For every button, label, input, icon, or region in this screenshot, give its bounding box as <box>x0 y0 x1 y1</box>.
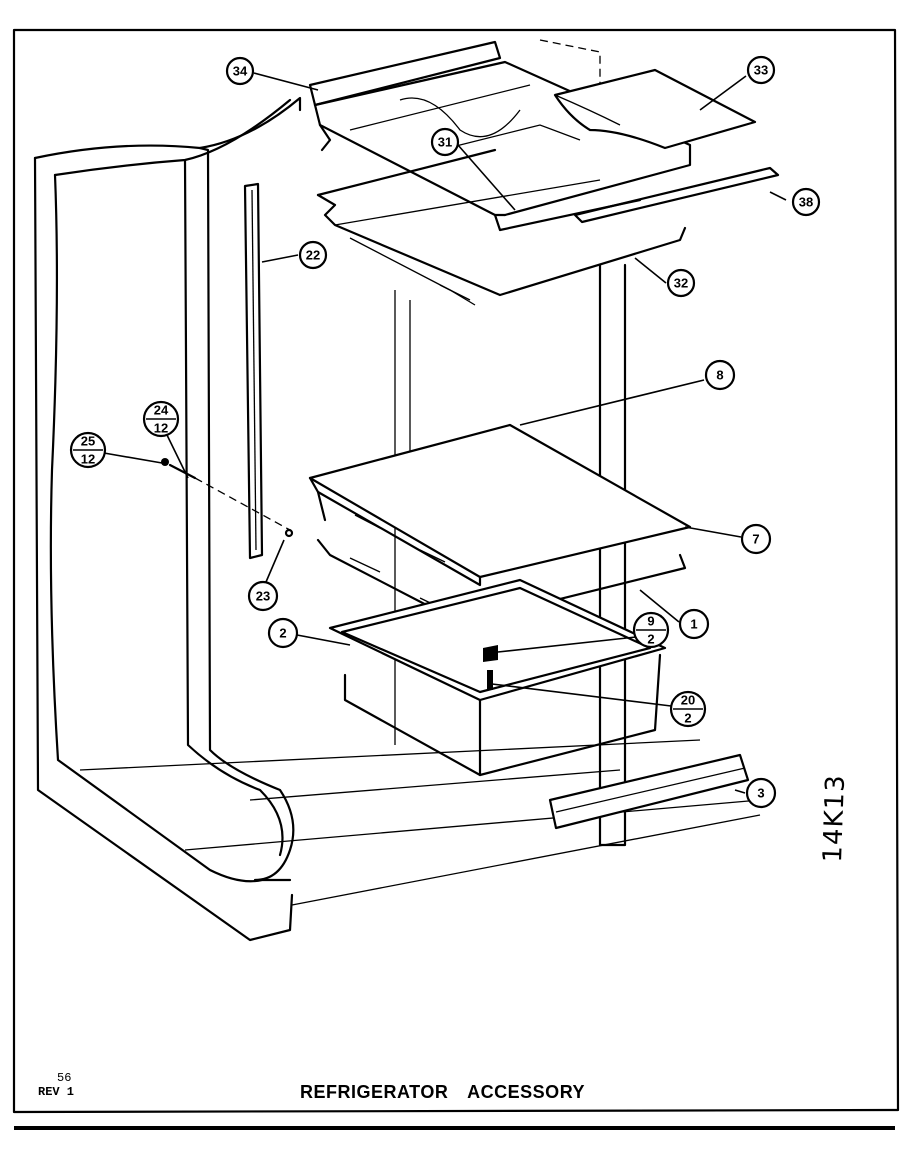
page-border <box>12 28 900 1130</box>
callout-1: 1 <box>678 608 710 640</box>
rail-3 <box>548 753 750 830</box>
callout-23: 23 <box>247 580 279 612</box>
leader-lines <box>103 72 787 794</box>
svg-text:31: 31 <box>438 135 452 150</box>
svg-text:20: 20 <box>681 693 695 708</box>
callout-33: 33 <box>746 55 776 85</box>
callout-8: 8 <box>704 359 736 391</box>
fasteners <box>161 458 294 538</box>
callout-31: 31 <box>430 127 460 157</box>
page-number: 56 <box>57 1071 72 1085</box>
callout-2: 2 <box>267 617 299 649</box>
crisper-drawer-2 <box>328 578 667 777</box>
fraction-callout-24-12: 24 12 <box>142 400 180 438</box>
svg-text:2: 2 <box>647 632 654 647</box>
svg-text:8: 8 <box>716 368 723 383</box>
upper-shelf-assembly <box>308 39 692 306</box>
trim-strip-38 <box>573 166 780 224</box>
shelf-7-8 <box>308 423 692 622</box>
fraction-callout-25-12: 25 12 <box>69 431 107 469</box>
diagram-title: REFRIGERATOR ACCESSORY <box>300 1082 586 1102</box>
svg-text:3: 3 <box>757 786 764 801</box>
callout-34: 34 <box>225 56 255 86</box>
svg-text:24: 24 <box>154 403 169 418</box>
svg-text:2: 2 <box>279 626 286 641</box>
callout-38: 38 <box>791 187 821 217</box>
svg-text:23: 23 <box>256 589 270 604</box>
callout-3: 3 <box>745 777 777 809</box>
svg-text:7: 7 <box>752 532 759 547</box>
fraction-callout-20-2: 20 2 <box>669 690 707 728</box>
svg-text:32: 32 <box>674 276 688 291</box>
rail-22 <box>243 182 264 560</box>
svg-text:9: 9 <box>647 614 654 629</box>
svg-text:2: 2 <box>684 711 691 726</box>
svg-text:12: 12 <box>81 452 95 467</box>
callout-7: 7 <box>740 523 772 555</box>
svg-text:22: 22 <box>306 248 320 263</box>
callout-22: 22 <box>298 240 328 270</box>
fraction-callout-9-2: 9 2 <box>632 611 670 649</box>
svg-text:25: 25 <box>81 434 95 449</box>
svg-text:34: 34 <box>233 64 248 79</box>
svg-text:38: 38 <box>799 195 813 210</box>
svg-text:1: 1 <box>690 617 697 632</box>
svg-text:33: 33 <box>754 63 768 78</box>
callout-32: 32 <box>666 268 696 298</box>
glass-shelf-33 <box>553 68 757 150</box>
revision-label: REV 1 <box>38 1085 75 1099</box>
svg-text:12: 12 <box>154 421 168 436</box>
handwritten-code: 14K13 <box>818 773 852 864</box>
